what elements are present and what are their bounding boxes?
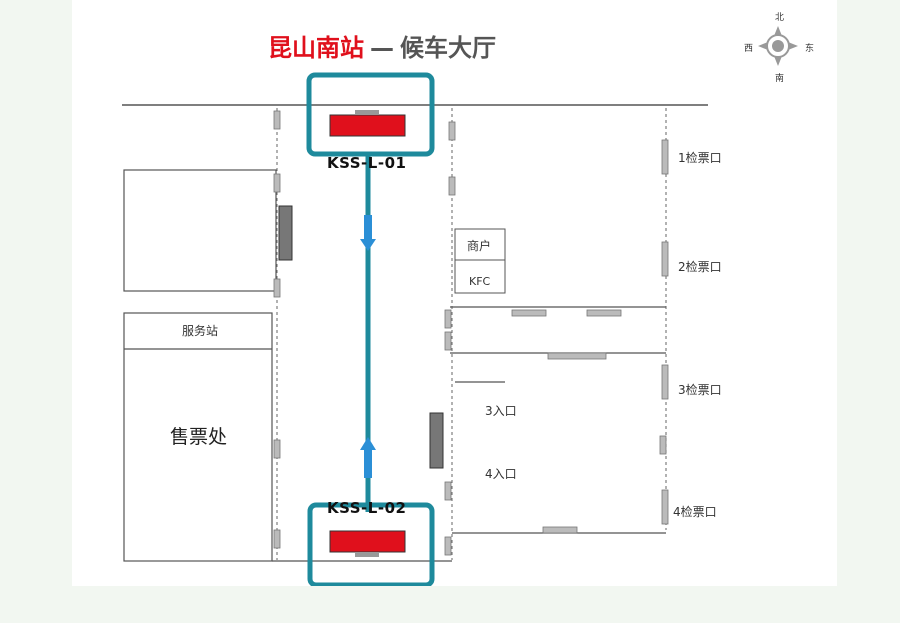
turnstile xyxy=(444,331,452,351)
up-arrow xyxy=(360,437,376,478)
turnstiles xyxy=(273,110,669,556)
compass-icon xyxy=(758,26,798,66)
turnstile xyxy=(273,278,281,298)
turnstile xyxy=(661,364,669,400)
turnstile xyxy=(273,529,281,549)
gate-2-label: 2检票口 xyxy=(678,260,722,274)
turnstile xyxy=(542,526,578,534)
device-bottom-label: KSS-L-02 xyxy=(327,499,407,517)
turnstile xyxy=(661,139,669,175)
hall-name: 候车大厅 xyxy=(400,34,496,62)
page-title: 昆山南站—候车大厅 xyxy=(268,28,496,63)
turnstile xyxy=(444,481,452,501)
compass-east: 东 xyxy=(805,44,815,54)
device-bottom-stand xyxy=(355,552,379,557)
compass-north: 北 xyxy=(775,13,785,23)
device-top-stand xyxy=(355,110,379,115)
turnstile xyxy=(448,176,456,196)
ticket-office-block xyxy=(123,312,273,562)
turnstile xyxy=(547,352,607,360)
device-bottom xyxy=(329,530,406,553)
turnstile xyxy=(586,309,622,317)
turnstile xyxy=(661,241,669,277)
device-top-highlight xyxy=(306,72,435,157)
shop-kfc-block xyxy=(454,228,506,294)
entrance-4-label: 4入口 xyxy=(485,467,517,481)
down-arrow xyxy=(360,215,376,251)
turnstile xyxy=(659,435,667,455)
turnstile xyxy=(444,309,452,329)
turnstile xyxy=(273,173,281,193)
turnstile xyxy=(448,121,456,141)
floor-plan-canvas: 昆山南站—候车大厅 北 南 西 东 KSS-L-01 KSS-L-02 服务站 … xyxy=(72,0,837,586)
gate-3-label: 3检票口 xyxy=(678,383,722,397)
turnstile xyxy=(661,489,669,525)
service-station-label: 服务站 xyxy=(182,324,219,338)
kiosk-center xyxy=(429,412,444,469)
kiosk-left xyxy=(278,205,293,261)
gate-1-label: 1检票口 xyxy=(678,151,722,165)
device-top-label: KSS-L-01 xyxy=(327,154,407,172)
device-top xyxy=(329,114,406,137)
floor-plan-svg xyxy=(122,26,798,586)
entrance-3-label: 3入口 xyxy=(485,404,517,418)
compass-south: 南 xyxy=(775,74,785,84)
turnstile xyxy=(444,536,452,556)
title-dash: — xyxy=(370,34,394,62)
gate-4-label: 4检票口 xyxy=(673,505,717,519)
compass-west: 西 xyxy=(744,44,754,54)
turnstile xyxy=(273,439,281,459)
turnstile xyxy=(273,110,281,130)
ticket-office-label: 售票处 xyxy=(170,426,228,448)
turnstile xyxy=(511,309,547,317)
station-name: 昆山南站 xyxy=(268,34,364,62)
kfc-label: KFC xyxy=(469,275,491,288)
shop-label: 商户 xyxy=(467,239,492,253)
device-bottom-highlight xyxy=(307,502,435,586)
left-upper-room xyxy=(123,169,277,292)
